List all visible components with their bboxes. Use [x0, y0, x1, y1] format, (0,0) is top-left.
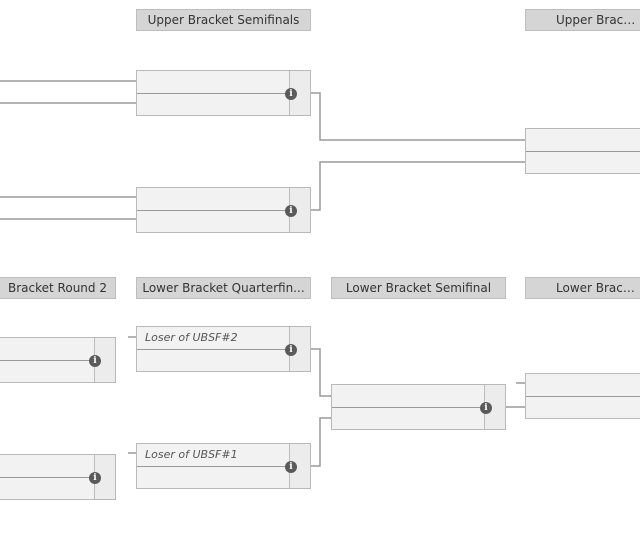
match-ubsf-1[interactable]: i: [136, 70, 311, 116]
info-icon[interactable]: i: [285, 461, 297, 473]
header-ub-final: Upper Bracket: [525, 9, 640, 31]
info-icon[interactable]: i: [480, 402, 492, 414]
match-lbqf-2[interactable]: Loser of UBSF#1 i: [136, 443, 311, 489]
match-lbr2-2[interactable]: i: [0, 454, 116, 500]
match-slot-loser-ubsf1: Loser of UBSF#1: [145, 448, 238, 461]
info-icon[interactable]: i: [89, 355, 101, 367]
info-icon[interactable]: i: [285, 205, 297, 217]
header-lb-final: Lower Bracket: [525, 277, 640, 299]
info-icon[interactable]: i: [285, 344, 297, 356]
header-lb-quarterfinal: Lower Bracket Quarterfin...: [136, 277, 311, 299]
match-lbqf-1[interactable]: Loser of UBSF#2 i: [136, 326, 311, 372]
header-ub-semifinals: Upper Bracket Semifinals: [136, 9, 311, 31]
match-lbsf[interactable]: i: [331, 384, 506, 430]
header-lb-round2: Bracket Round 2: [0, 277, 116, 299]
match-ubsf-2[interactable]: i: [136, 187, 311, 233]
match-lbr2-1[interactable]: i: [0, 337, 116, 383]
match-ub-final[interactable]: [525, 128, 640, 174]
match-lb-final[interactable]: [525, 373, 640, 419]
info-icon[interactable]: i: [285, 88, 297, 100]
info-icon[interactable]: i: [89, 472, 101, 484]
match-slot-loser-ubsf2: Loser of UBSF#2: [145, 331, 238, 344]
header-lb-semifinal: Lower Bracket Semifinal: [331, 277, 506, 299]
